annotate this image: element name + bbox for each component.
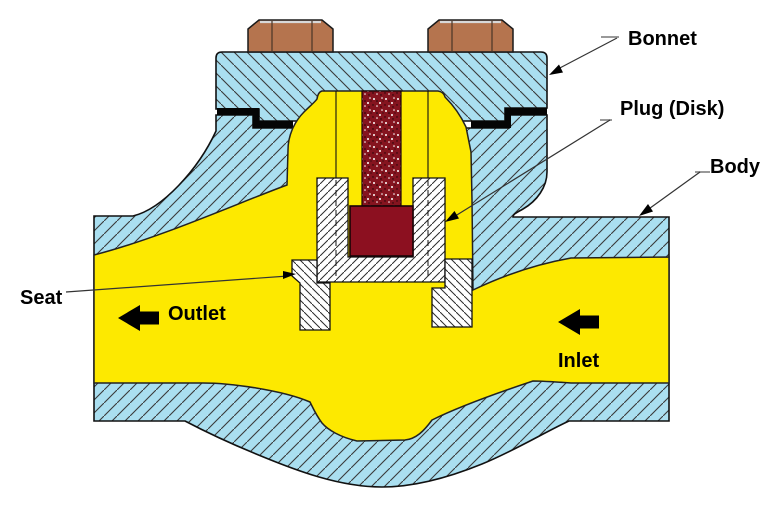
plug-stem xyxy=(361,90,402,207)
seat-ring-right xyxy=(431,258,473,328)
seat-leader xyxy=(65,271,296,293)
bonnet-label: Bonnet xyxy=(628,28,697,50)
plug-disk xyxy=(349,205,414,257)
outlet-label: Outlet xyxy=(168,303,226,325)
inlet-label: Inlet xyxy=(558,350,599,372)
body-label: Body xyxy=(710,156,761,178)
cage-centerlines xyxy=(335,180,429,278)
outlet-flow-arrow-icon xyxy=(118,305,159,331)
gasket-right xyxy=(471,108,547,128)
leader-arrowhead xyxy=(639,204,653,216)
bonnet-bolt-right xyxy=(427,19,514,53)
leader-arrowhead xyxy=(283,271,296,279)
leader-arrowhead xyxy=(445,211,459,222)
seat-ring-left xyxy=(291,259,331,331)
plug-leader xyxy=(445,119,612,222)
leader-arrowhead xyxy=(549,64,563,75)
bonnet-leader xyxy=(549,36,619,75)
gasket-left xyxy=(217,108,293,128)
plug-label: Plug (Disk) xyxy=(620,98,724,120)
body-leader xyxy=(639,171,710,216)
seat-label: Seat xyxy=(20,287,63,309)
guide-bore-lines xyxy=(335,91,429,178)
inlet-flow-arrow-icon xyxy=(558,309,599,335)
bonnet-bolt-left xyxy=(247,19,334,53)
